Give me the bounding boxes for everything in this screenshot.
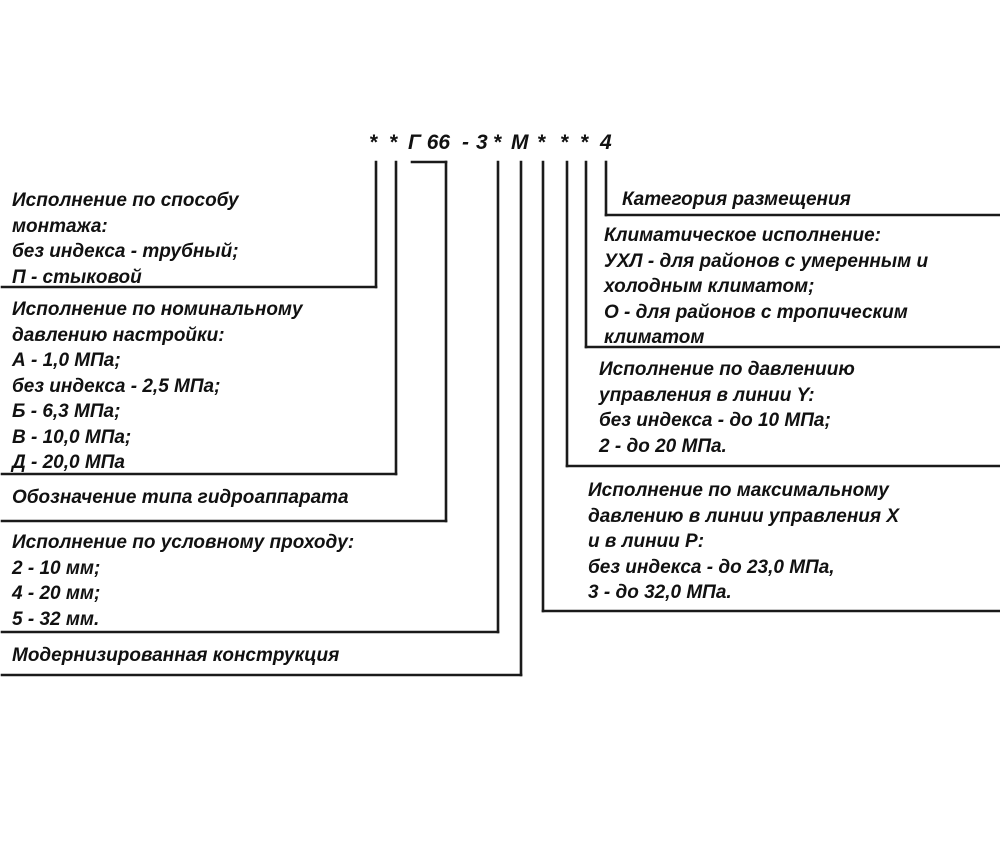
max-x-line-3: и в линии P: [588,531,705,552]
modern-line-1: Модернизированная конструкция [12,645,340,666]
code-star-control: * [560,131,569,154]
code-star-pressure: * [389,131,398,154]
passage-block: Исполнение по условному проходу: 2 - 10 … [12,530,354,632]
mount-line-1: Исполнение по способу [12,190,239,211]
climate-line-1: Климатическое исполнение: [604,225,881,246]
code-passage: 3 [476,131,488,154]
max-x-line-2: давлению в линии управления X [588,505,900,527]
code-modern: М [511,131,529,154]
pressure-line-4: без индекса - 2,5 МПа; [12,375,221,397]
modern-block: Модернизированная конструкция [12,643,339,669]
control-y-line-3: без индекса - до 10 МПа; [599,410,831,431]
climate-line-4: О - для районов с тропическим [604,301,908,323]
max-x-line-1: Исполнение по максимальному [588,480,889,501]
type-line-1: Обозначение типа гидроаппарата [12,487,349,508]
code-star-mount: * [369,131,378,154]
max-x-line-5: 3 - до 32,0 МПа. [588,582,732,603]
climate-line-2: УХЛ - для районов с умеренным и [604,250,929,272]
passage-line-1: Исполнение по условному проходу: [12,532,355,553]
pressure-line-2: давлению настройки: [12,324,225,346]
climate-line-5: климатом [604,327,705,348]
passage-line-3: 4 - 20 мм; [12,583,101,604]
code-dash: - [462,131,469,154]
placement-line-1: Категория размещения [622,189,851,210]
code-star-max: * [537,131,546,154]
climate-line-3: холодным климатом; [604,276,815,297]
control-y-line-4: 2 - до 20 МПа. [599,435,727,457]
pressure-block: Исполнение по номинальному давлению наст… [12,297,303,476]
max-x-block: Исполнение по максимальному давлению в л… [588,478,899,606]
control-y-line-2: управления в линии Y: [599,384,815,406]
mount-line-3: без индекса - трубный; [12,241,239,262]
pressure-line-3: А - 1,0 МПа; [12,350,121,371]
pressure-line-6: В - 10,0 МПа; [12,426,132,448]
type-block: Обозначение типа гидроаппарата [12,485,349,511]
code-star: * [493,131,502,154]
mount-line-2: монтажа: [12,215,108,237]
code-type: Г 66 [408,131,451,154]
code-placement: 4 [600,131,612,154]
climate-block: Климатическое исполнение: УХЛ - для райо… [604,223,928,351]
mount-block: Исполнение по способу монтажа: без индек… [12,188,239,290]
control-y-block: Исполнение по давлениию управления в лин… [599,357,855,459]
placement-block: Категория размещения [622,187,851,213]
max-x-line-4: без индекса - до 23,0 МПа, [588,556,835,578]
mount-line-4: П - стыковой [12,266,142,288]
pressure-line-1: Исполнение по номинальному [12,299,303,320]
pressure-line-5: Б - 6,3 МПа; [12,401,121,422]
pressure-line-7: Д - 20,0 МПа [12,452,125,473]
code-star-climate: * [580,131,589,154]
passage-line-2: 2 - 10 мм; [12,557,101,579]
control-y-line-1: Исполнение по давлениию [599,359,855,380]
passage-line-4: 5 - 32 мм. [12,608,100,630]
